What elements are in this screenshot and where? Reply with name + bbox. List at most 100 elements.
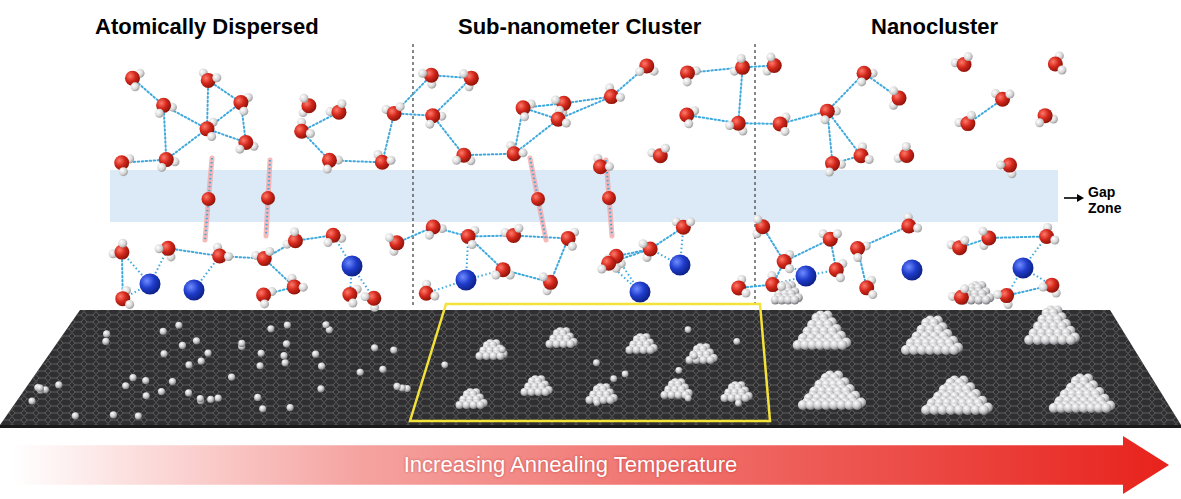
metal-atom (586, 396, 594, 404)
metal-atom (521, 388, 529, 396)
metal-atom (390, 346, 397, 353)
metal-atom (790, 296, 799, 305)
hydrogen-atom (1039, 283, 1048, 292)
metal-atom (258, 350, 265, 357)
metal-atom (733, 338, 740, 345)
metal-atom (567, 340, 575, 348)
hydrogen-atom (960, 284, 969, 293)
hydrogen-bond (394, 75, 431, 113)
hydrogen-atom (425, 120, 434, 129)
metal-atom (259, 405, 266, 412)
hydrogen-atom (868, 290, 877, 299)
hydrogen-atom (514, 224, 523, 233)
hydrogen-atom (260, 299, 269, 308)
metal-atom (982, 296, 991, 305)
hydrogen-atom (520, 112, 529, 121)
hydrogen-atom (605, 162, 614, 171)
hydrogen-atom (155, 244, 164, 253)
hydrogen-bond (382, 113, 394, 162)
hydrogen-atom (836, 273, 845, 282)
metal-atom (553, 340, 561, 348)
metal-atom (626, 346, 634, 354)
hydrogen-atom (323, 238, 332, 247)
metal-atom (160, 350, 167, 357)
hydrogen-atom (306, 129, 315, 138)
ion (1013, 258, 1034, 279)
metal-atom (215, 395, 222, 402)
hydrogen-atom (157, 163, 166, 172)
metal-atom (37, 385, 44, 392)
hydrogen-atom (337, 99, 346, 108)
hydrogen-atom (118, 239, 127, 248)
metal-atom (322, 321, 329, 328)
hydrogen-atom (996, 160, 1005, 169)
hydrogen-atom (239, 107, 248, 116)
metal-atom (691, 353, 698, 360)
metal-atom (103, 330, 110, 337)
ion (140, 274, 161, 295)
hydrogen-atom (568, 242, 577, 251)
hydrogen-bond (433, 116, 464, 155)
metal-atom (143, 392, 150, 399)
metal-atom (470, 401, 478, 409)
metal-atom (477, 401, 485, 409)
metal-atom (735, 400, 742, 407)
hydrogen-atom (125, 300, 134, 309)
metal-atom (463, 401, 471, 409)
oxygen-atom (602, 191, 616, 205)
hydrogen-atom (833, 229, 842, 238)
metal-atom (476, 352, 484, 360)
panel-divider (412, 44, 413, 308)
hydrogen-atom (865, 155, 874, 164)
metal-atom (535, 388, 543, 396)
metal-atom (55, 381, 62, 388)
metal-atom (204, 350, 211, 357)
hydrogen-atom (131, 82, 140, 91)
hydrogen-atom (913, 223, 922, 232)
metal-atom (110, 411, 117, 418)
hydrogen-atom (491, 271, 500, 280)
metal-atom (28, 398, 35, 405)
hydrogen-atom (737, 54, 746, 63)
metal-atom (256, 362, 263, 369)
metal-atom (238, 340, 245, 347)
metal-atom (135, 412, 142, 419)
metal-atom (317, 385, 324, 392)
ion (670, 255, 691, 276)
metal-atom (721, 394, 729, 402)
metal-atom (185, 389, 192, 396)
metal-atom (197, 395, 204, 402)
oxygen-atom (531, 192, 545, 206)
hydrogen-atom (993, 290, 1002, 299)
metal-atom (267, 325, 274, 332)
hydrogen-atom (519, 148, 528, 157)
metal-atom (949, 345, 959, 355)
hydrogen-bond (784, 239, 830, 261)
hydrogen-bond (433, 78, 472, 116)
metal-atom (1101, 403, 1111, 413)
metal-atom (675, 391, 683, 399)
hydrogen-atom (853, 253, 862, 262)
gap-zone-band (110, 170, 1058, 222)
hydrogen-atom (1050, 235, 1059, 244)
metal-atom (280, 352, 287, 359)
hydrogen-atom (725, 121, 734, 130)
hydrogen-atom (385, 233, 394, 242)
hydrogen-atom (825, 168, 834, 177)
temperature-arrow: Increasing Annealing Temperature (12, 436, 1169, 494)
hydrogen-atom (1035, 118, 1044, 127)
hydrogen-atom (265, 247, 274, 256)
hydrogen-atom (616, 93, 625, 102)
hydrogen-atom (425, 231, 434, 240)
hydrogen-atom (468, 240, 477, 249)
panel-heading: Atomically Dispersed (95, 14, 319, 40)
ion (630, 282, 651, 303)
metal-atom (483, 352, 491, 360)
hydrogen-bond (514, 236, 569, 239)
metal-atom (122, 382, 129, 389)
metal-atom (72, 412, 79, 419)
zone-label: Gap Zone (1088, 184, 1132, 216)
metal-atom (560, 340, 568, 348)
ion (456, 270, 477, 291)
panel-heading: Sub-nanometer Cluster (458, 14, 701, 40)
